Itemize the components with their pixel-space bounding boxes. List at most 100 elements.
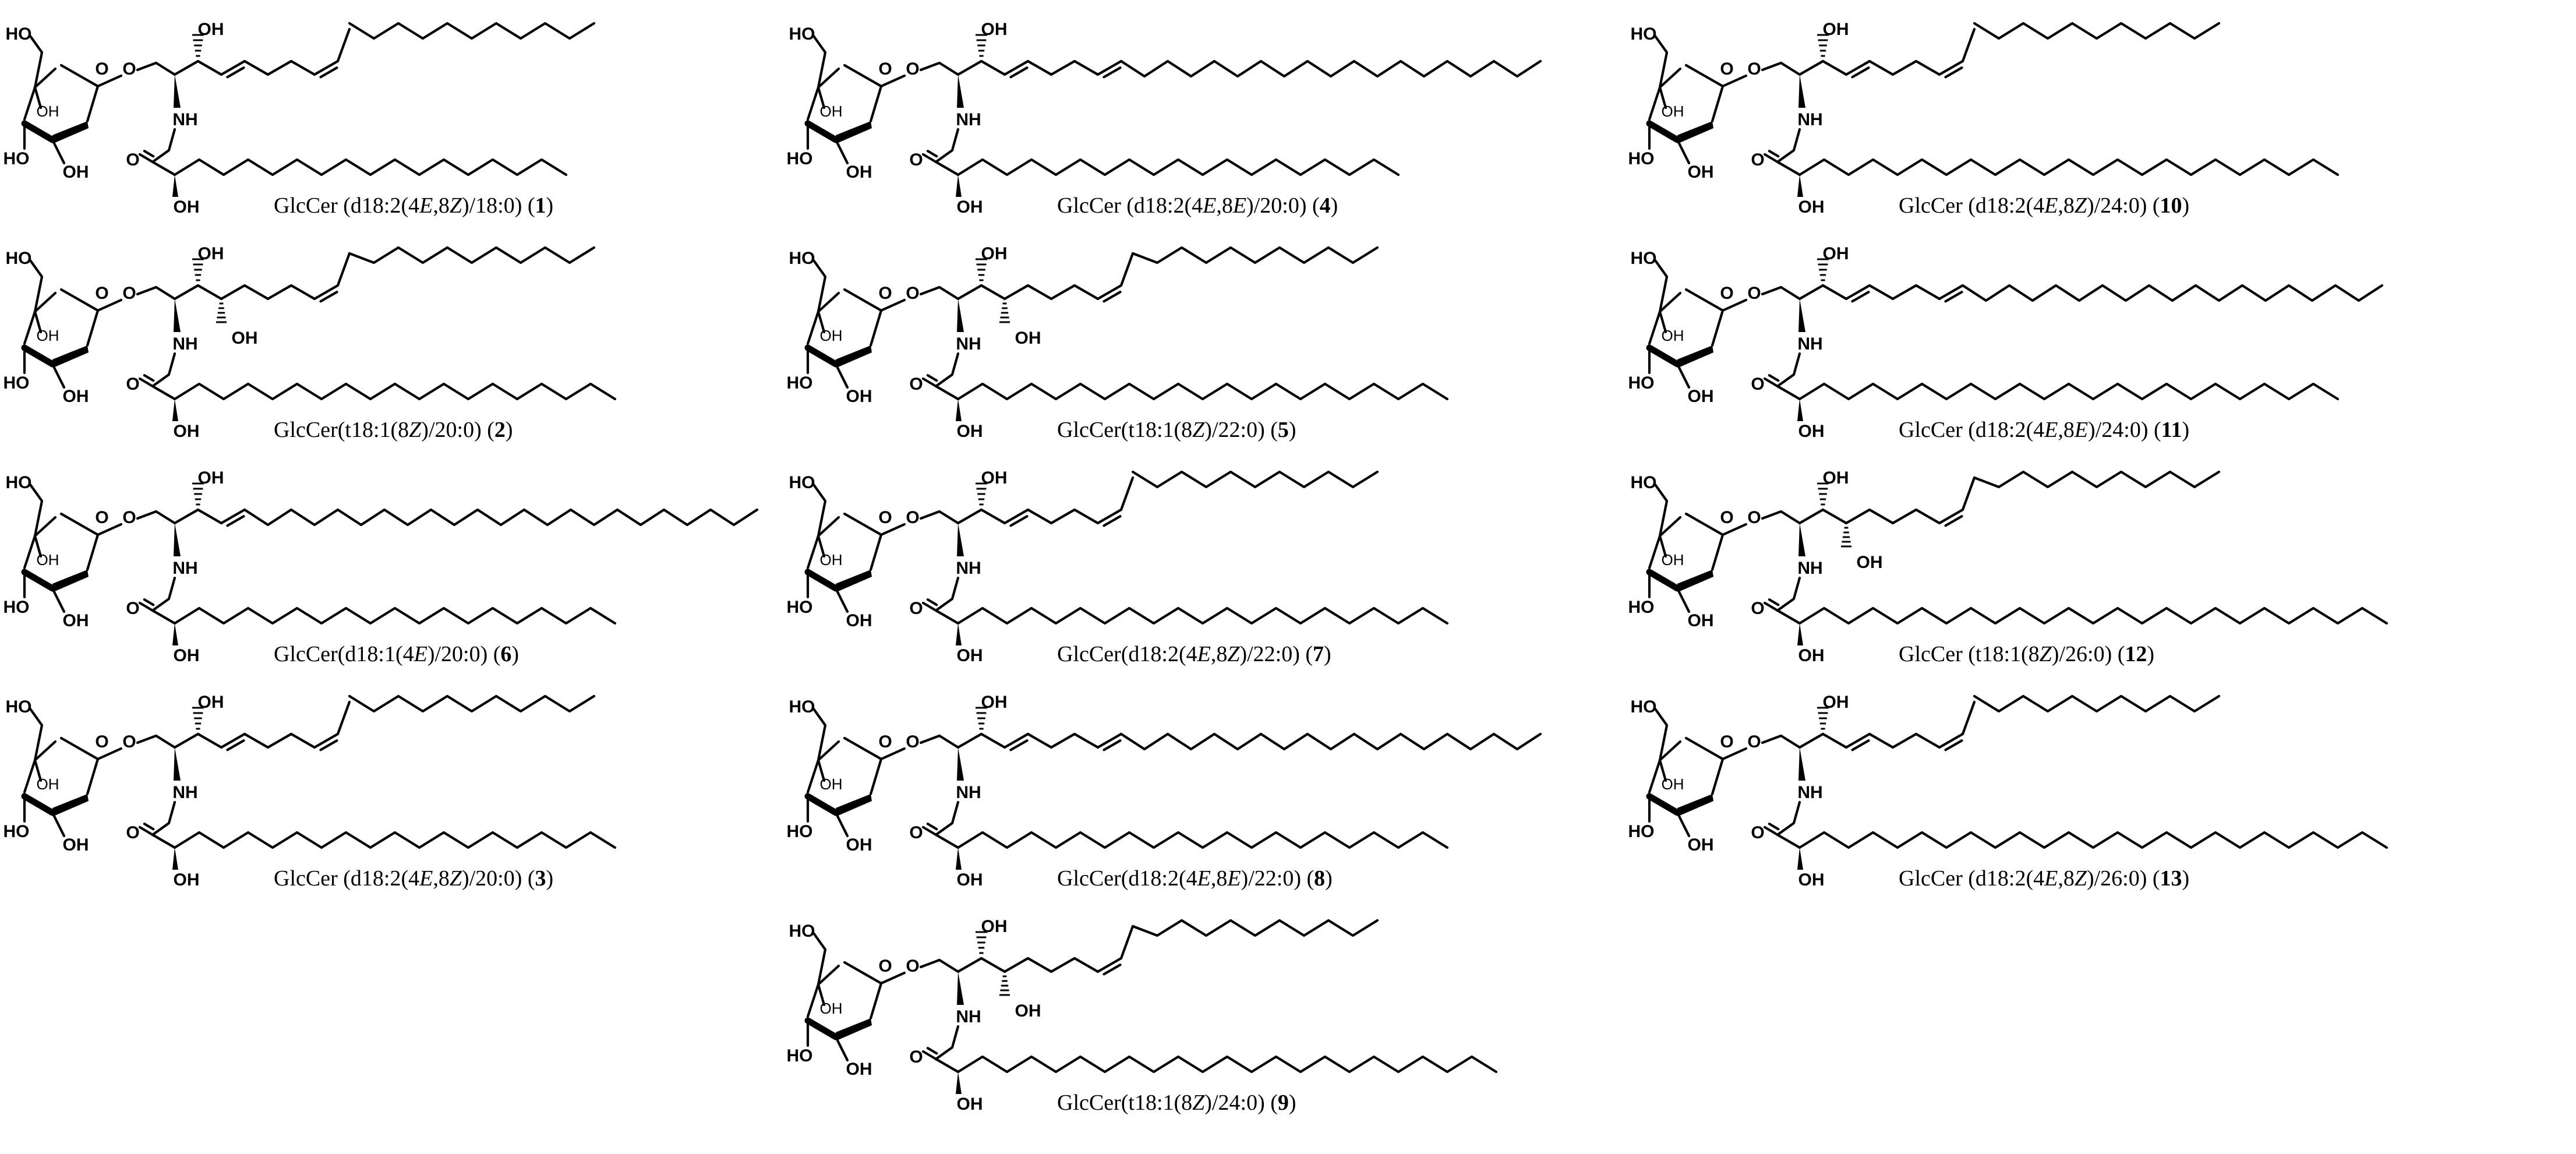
carbonyl-bond bbox=[138, 825, 154, 837]
oh-label: OH bbox=[198, 693, 224, 712]
oh-label: OH bbox=[1015, 329, 1041, 348]
carbonyl-bond bbox=[926, 823, 938, 831]
glycosidic-bond bbox=[879, 74, 906, 88]
oh-label: OH bbox=[957, 197, 983, 217]
glycosidic-oxygen-label: O bbox=[1747, 59, 1761, 79]
caption-part: )/22:0) ( bbox=[1204, 418, 1278, 442]
glucose-ring-bond bbox=[843, 63, 883, 123]
acyl-tail-bond bbox=[956, 1055, 1498, 1074]
carbonyl-oxygen-label: O bbox=[126, 375, 139, 394]
sphingoid-c1-bond bbox=[919, 734, 960, 749]
carbonyl-bond bbox=[1763, 601, 1779, 612]
carbonyl-oxygen-label: O bbox=[909, 150, 923, 170]
trans-double-bond-inner bbox=[1009, 66, 1029, 79]
glycosidic-bond bbox=[1721, 298, 1748, 312]
acyl-bond bbox=[1776, 833, 1801, 849]
caption-part: E bbox=[1227, 866, 1241, 891]
hydroxyl-bond bbox=[1676, 138, 1691, 165]
caption-part: )/18:0) ( bbox=[462, 193, 535, 218]
compound-caption: GlcCer (d18:2(4E,8Z)/18:0) (1) bbox=[274, 193, 553, 218]
carbonyl-bond bbox=[1768, 150, 1780, 158]
oh-label: OH bbox=[1688, 163, 1714, 182]
oh-label: OH bbox=[63, 835, 89, 855]
glucose-ring-bond bbox=[21, 344, 56, 368]
ho-label: HO bbox=[1631, 249, 1657, 268]
sphingoid-c1-bond bbox=[136, 61, 176, 76]
cis-double-bond-inner bbox=[319, 739, 338, 751]
acyl-bond bbox=[151, 609, 176, 625]
ring-oxygen-label: O bbox=[1720, 732, 1733, 751]
sphingoid-bond bbox=[956, 508, 983, 525]
hydroxyl-bond bbox=[1658, 310, 1667, 334]
c2-nh-wedge bbox=[1798, 75, 1805, 108]
caption-part: ) bbox=[2182, 193, 2190, 218]
caption-part: )/26:0) ( bbox=[2052, 642, 2125, 666]
ring-oxygen-label: O bbox=[878, 59, 892, 79]
ring-oxygen-label: O bbox=[1720, 508, 1733, 527]
caption-part: ) bbox=[506, 418, 513, 442]
ho-label: HO bbox=[787, 373, 813, 393]
hydroxymethyl-bond bbox=[812, 931, 827, 986]
sphingoid-bond bbox=[980, 957, 1006, 973]
oh-label: OH bbox=[1823, 20, 1849, 39]
glucose-ring-bond bbox=[1646, 120, 1681, 143]
carbonyl-bond bbox=[1768, 823, 1780, 831]
trans-double-bond bbox=[220, 508, 246, 525]
compound-caption: GlcCer(t18:1(8Z)/22:0) (5) bbox=[1057, 418, 1296, 442]
oh-label: OH bbox=[37, 103, 59, 120]
caption-part: GlcCer(d18:2(4 bbox=[1057, 642, 1197, 666]
glycosidic-bond bbox=[879, 971, 906, 985]
trans-double-bond bbox=[1938, 284, 1964, 301]
trans-double-bond-inner bbox=[1103, 739, 1122, 751]
compound-caption: GlcCer(t18:1(8Z)/24:0) (9) bbox=[1057, 1091, 1296, 1115]
glycosidic-oxygen-label: O bbox=[122, 508, 136, 527]
carbonyl-bond bbox=[1763, 825, 1779, 837]
amide-bond bbox=[1776, 800, 1801, 837]
caption-part: GlcCer(t18:1(8 bbox=[1057, 418, 1192, 442]
c2-nh-wedge bbox=[1798, 523, 1805, 556]
oh-label: OH bbox=[198, 468, 224, 488]
oh-label: OH bbox=[1662, 327, 1684, 344]
amide-bond bbox=[934, 800, 960, 837]
glycosidic-oxygen-label: O bbox=[122, 284, 136, 303]
carbonyl-oxygen-label: O bbox=[126, 599, 139, 618]
sphingoid-bond bbox=[173, 732, 200, 749]
sphingoid-chain-bond bbox=[1961, 476, 1976, 511]
oh-label: OH bbox=[820, 551, 843, 569]
glycosidic-oxygen-label: O bbox=[906, 284, 919, 303]
carbonyl-bond bbox=[1763, 153, 1779, 164]
carbonyl-oxygen-label: O bbox=[126, 150, 139, 170]
sphingoid-c1-bond bbox=[1761, 61, 1801, 76]
caption-part: Z bbox=[1192, 1091, 1205, 1115]
caption-part: 1 bbox=[535, 193, 546, 218]
glucose-ring-bond bbox=[59, 512, 100, 571]
acyl-bond bbox=[151, 160, 176, 177]
caption-part: GlcCer(d18:2(4 bbox=[1057, 866, 1197, 891]
sphingoid-bond bbox=[956, 59, 983, 76]
oh-label: OH bbox=[846, 387, 872, 406]
caption-part: ) bbox=[1325, 866, 1333, 891]
sphingoid-tail-bond bbox=[1973, 22, 2221, 40]
sphingoid-tail-bond bbox=[1119, 59, 1542, 78]
glycosidic-oxygen-label: O bbox=[122, 732, 136, 751]
sphingoid-bond bbox=[980, 508, 1006, 525]
oh-label: OH bbox=[846, 163, 872, 182]
sphingoid-tail-bond bbox=[1973, 694, 2221, 713]
ho-label: HO bbox=[787, 149, 813, 168]
glycosidic-oxygen-label: O bbox=[1747, 732, 1761, 751]
caption-part: ,8 bbox=[2058, 418, 2075, 442]
caption-part: GlcCer (d18:2(4 bbox=[1899, 418, 2044, 442]
acyl-tail-bond bbox=[956, 382, 1449, 401]
sphingoid-tail-bond bbox=[348, 246, 596, 264]
oh-label: OH bbox=[1798, 422, 1825, 441]
hydroxymethyl-bond bbox=[1653, 259, 1669, 313]
cis-double-bond bbox=[1938, 508, 1964, 525]
glucose-ring-front-bond bbox=[836, 345, 872, 368]
carbonyl-bond bbox=[143, 150, 155, 158]
trans-double-bond-inner bbox=[1851, 291, 1870, 303]
nh-label: NH bbox=[1797, 110, 1822, 129]
caption-part: GlcCer (d18:2(4 bbox=[274, 193, 419, 218]
